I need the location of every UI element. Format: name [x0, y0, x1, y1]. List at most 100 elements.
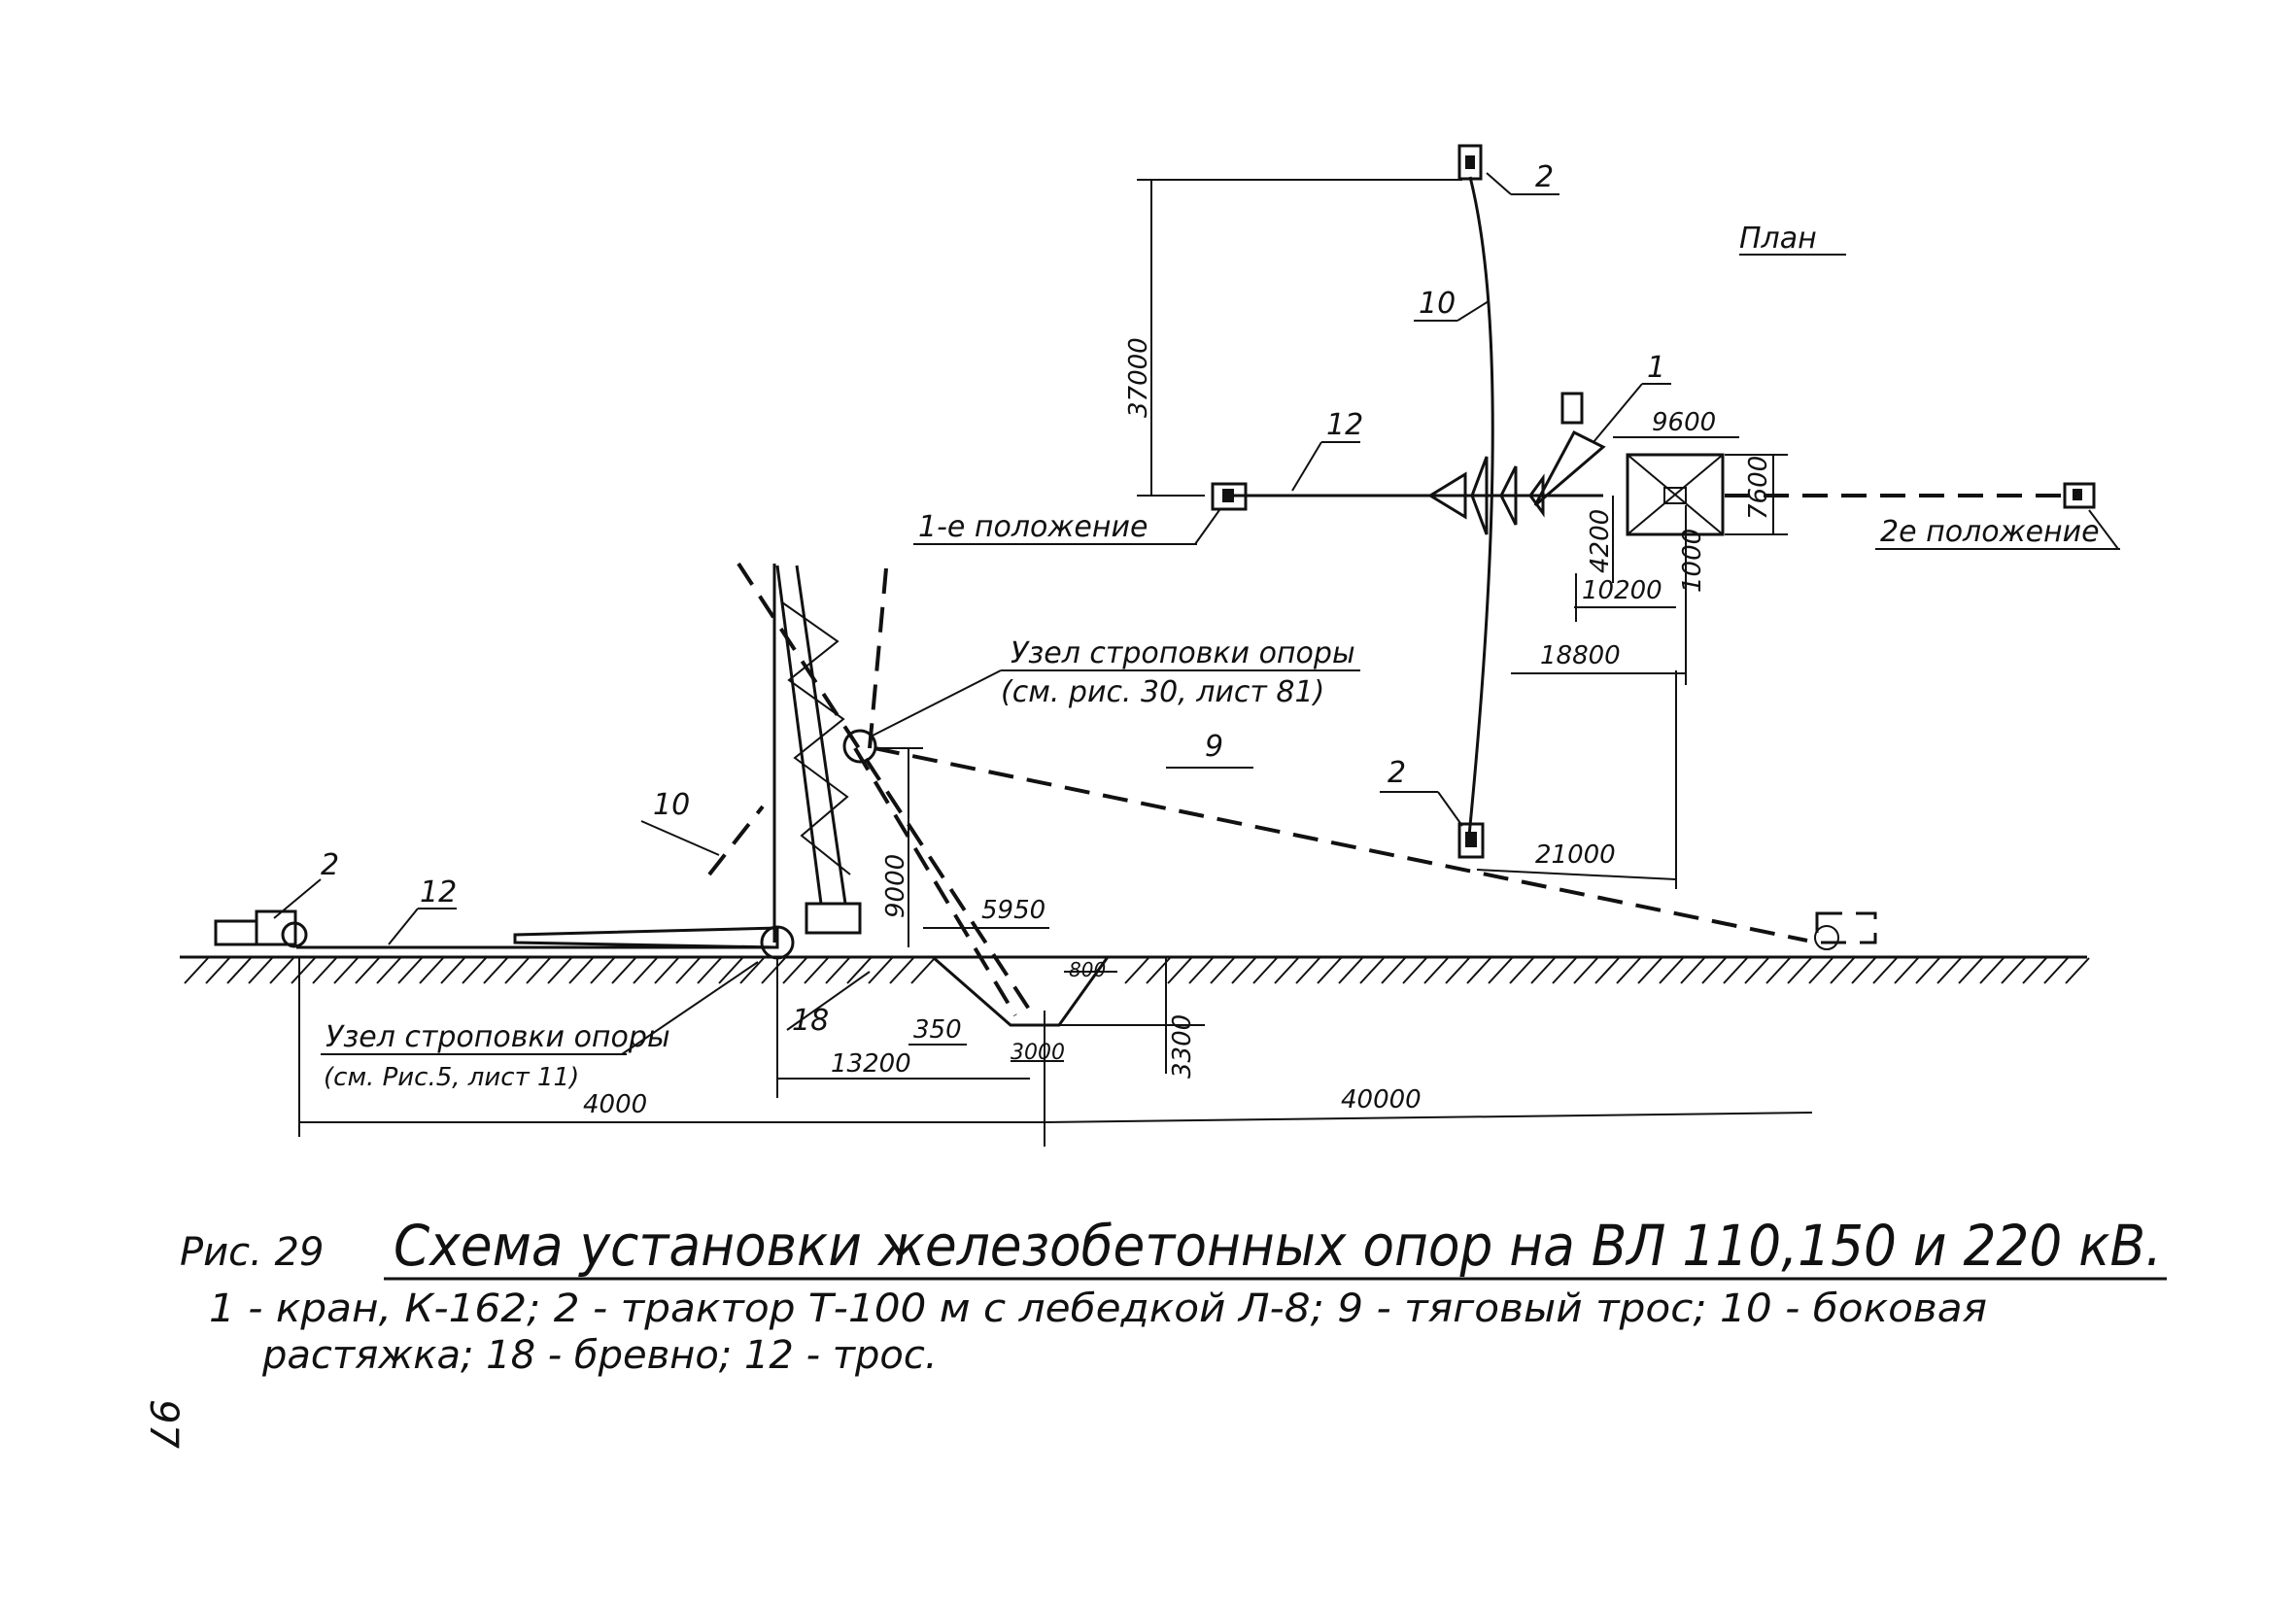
dim-9600: 9600: [1613, 408, 1739, 438]
hatch-stroke: [1167, 957, 1192, 984]
hatch-stroke: [2001, 957, 2026, 984]
hatch-stroke: [1274, 957, 1299, 984]
pit-plan: [1626, 453, 1725, 536]
note-sling-lower: Узел строповки опоры: [326, 1020, 670, 1054]
note-sling-upper: Узел строповки опоры: [1011, 636, 1355, 670]
hatch-stroke: [1573, 957, 1598, 984]
dim-9000: 9000: [879, 747, 923, 947]
sling-node: [842, 729, 877, 764]
dim-1000: 1000: [1678, 505, 1707, 593]
callout-rope-elevation: 12: [420, 875, 457, 909]
dim-3300: 3300: [1059, 957, 1205, 1079]
callout-log-leader: [786, 971, 871, 1031]
svg-text:4200: 4200: [1586, 509, 1615, 573]
hatch-stroke: [226, 957, 252, 984]
dashed-boom-2: [868, 567, 888, 749]
hatch-stroke: [1979, 957, 2005, 984]
elevation-view: 2 12 Узел строповки опоры (см. рис. 30, …: [180, 562, 2090, 1147]
hatch-stroke: [697, 957, 722, 984]
svg-text:21000: 21000: [1535, 840, 1616, 870]
figure-caption: Рис. 29 Схема установки железобетонных о…: [141, 1213, 2167, 1449]
page-number: 97: [141, 1399, 186, 1449]
hatch-stroke: [675, 957, 701, 984]
svg-text:3300: 3300: [1168, 1014, 1197, 1079]
callout-rope-plan: 12: [1326, 408, 1363, 442]
hatch-stroke: [1210, 957, 1235, 984]
hatch-stroke: [419, 957, 444, 984]
svg-text:3000: 3000: [1011, 1041, 1065, 1065]
svg-text:800: 800: [1069, 958, 1106, 981]
dashed-pole-raised: [853, 746, 1017, 1017]
hatch-stroke: [1680, 957, 1705, 984]
hatch-stroke: [2043, 957, 2069, 984]
hatch-stroke: [462, 957, 487, 984]
leader-sling-lower: [621, 961, 759, 1055]
hatch-stroke: [205, 957, 230, 984]
hatch-stroke: [1936, 957, 1962, 984]
svg-text:350: 350: [913, 1015, 962, 1045]
lying-pole: [513, 926, 779, 949]
label-second-position: 2е положение: [1880, 515, 2100, 549]
hatch-stroke: [526, 957, 551, 984]
hatch-stroke: [804, 957, 829, 984]
legend-line-1: 1 - кран, К-162; 2 - трактор Т-100 м с л…: [209, 1286, 1987, 1331]
hatch-stroke: [1552, 957, 1577, 984]
callout-crane: 1: [1647, 351, 1665, 385]
tractor-first-position: [1211, 482, 1248, 511]
crane-plan: 1: [1533, 351, 1671, 507]
hatch-stroke: [1359, 957, 1385, 984]
hatch-stroke: [654, 957, 679, 984]
hatch-stroke: [1423, 957, 1449, 984]
hatch-stroke: [312, 957, 337, 984]
plan-title: План: [1739, 222, 1817, 256]
hatch-stroke: [889, 957, 914, 984]
hatch-stroke: [2065, 957, 2090, 984]
svg-text:9600: 9600: [1652, 408, 1716, 437]
svg-text:9000: 9000: [881, 854, 910, 918]
dim-13200: 13200: [776, 957, 1030, 1098]
svg-text:13200: 13200: [831, 1049, 911, 1079]
svg-text:40000: 40000: [1341, 1085, 1422, 1115]
hatch-stroke: [1188, 957, 1214, 984]
dim-5950: 5950: [923, 896, 1049, 929]
dim-21000: 21000: [1476, 670, 1677, 889]
callout-side-guy-plan: 10: [1419, 287, 1456, 321]
dim-7600: 7600: [1725, 454, 1788, 535]
svg-text:1000: 1000: [1678, 529, 1707, 593]
figure-number: Рис. 29: [180, 1230, 324, 1275]
hatch-stroke: [611, 957, 636, 984]
dim-3000: 3000: [1011, 1041, 1065, 1065]
hatch-stroke: [1830, 957, 1855, 984]
hatch-stroke: [1723, 957, 1748, 984]
tractor-middle: 2: [1380, 756, 1485, 859]
hatch-stroke: [825, 957, 850, 984]
hatch-stroke: [1872, 957, 1898, 984]
hatch-stroke: [547, 957, 572, 984]
hatch-stroke: [1338, 957, 1363, 984]
hatch-stroke: [1659, 957, 1684, 984]
callout-pull-rope: 9: [1205, 730, 1223, 764]
note-sling-upper-ref: (см. рис. 30, лист 81): [1001, 675, 1324, 709]
hatch-stroke: [1744, 957, 1769, 984]
dim-800: 800: [1064, 958, 1117, 981]
side-guy-plan-line: [1467, 176, 1494, 837]
callout-log: 18: [792, 1004, 829, 1038]
hatch-stroke: [269, 957, 294, 984]
hatch-stroke: [1295, 957, 1320, 984]
hatch-stroke: [1488, 957, 1513, 984]
figure-title: Схема установки железобетонных опор на В…: [394, 1213, 2162, 1279]
hatch-stroke: [248, 957, 273, 984]
callout-tractor-middle: 2: [1388, 756, 1406, 790]
plan-view: План 2 37000 10 12: [913, 144, 2120, 889]
hatch-stroke: [483, 957, 508, 984]
hatch-stroke: [782, 957, 807, 984]
hatch-stroke: [910, 957, 936, 984]
hatch-stroke: [868, 957, 893, 984]
hatch-stroke: [590, 957, 615, 984]
hatch-stroke: [633, 957, 658, 984]
svg-text:37000: 37000: [1124, 337, 1153, 418]
pull-rope-line: [874, 746, 1808, 943]
hatch-stroke: [1701, 957, 1727, 984]
